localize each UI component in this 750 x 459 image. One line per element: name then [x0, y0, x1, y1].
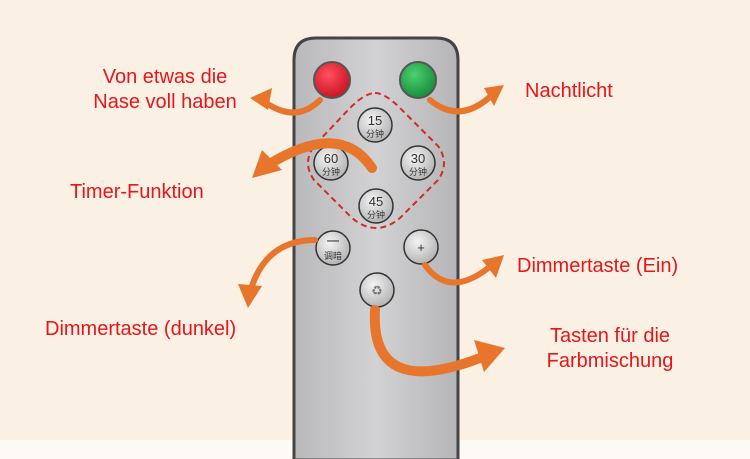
label-dimmer-dark: Dimmertaste (dunkel) [45, 318, 237, 340]
timer-button-15[interactable] [357, 107, 393, 143]
dimmer-minus-button [315, 230, 351, 266]
minus-sub: 调暗 [324, 250, 342, 261]
label-color-mix-line2: Farbmischung [546, 350, 674, 372]
timer-30-value: 30 [411, 151, 425, 166]
label-dimmer-on: Dimmertaste (Ein) [517, 255, 679, 277]
arrow-timer [263, 138, 377, 173]
timer-group-outline [307, 91, 445, 229]
arrow-color-mix [369, 305, 485, 377]
red-button [313, 61, 351, 99]
timer-button-30[interactable] [400, 145, 436, 181]
circle-shape [358, 188, 394, 224]
minus-symbol: 一 [326, 234, 339, 249]
polygon-shape [252, 150, 282, 178]
label-color-mix: Tasten für die Farbmischung [525, 324, 695, 374]
arrow-night [427, 92, 495, 115]
label-nose-full-line2: Nase voll haben [93, 91, 237, 113]
label-timer: Timer-Funktion [70, 181, 204, 203]
arrow-dimmer-dark [247, 237, 318, 295]
timer-45-value: 45 [369, 194, 383, 209]
timer-30-unit: 分钟 [409, 166, 427, 177]
label-nose-full-line1: Von etwas die [102, 66, 228, 88]
dimmer-plus-button [403, 229, 439, 265]
timer-button-45[interactable] [358, 188, 394, 224]
polygon-shape [484, 85, 504, 106]
timer-60-value: 60 [324, 151, 338, 166]
plus-symbol: + [417, 240, 425, 255]
polygon-shape [482, 255, 504, 278]
green-button [399, 61, 437, 99]
timer-45-unit: 分钟 [367, 209, 385, 220]
timer-15-value: 15 [368, 113, 382, 128]
polygon-shape [250, 88, 272, 110]
circle-shape [357, 107, 393, 143]
polygon-shape [474, 340, 505, 372]
circle-shape [400, 145, 436, 181]
arrows [247, 92, 495, 377]
timer-15-unit: 分钟 [366, 128, 384, 139]
color-cycle-icon: ♻ [371, 283, 383, 298]
polygon-shape [238, 284, 262, 308]
label-nose-full: Von etwas die Nase voll haben [70, 65, 260, 115]
label-color-mix-line1: Tasten für die [549, 325, 671, 347]
label-night-light: Nachtlicht [525, 80, 613, 102]
timer-60-unit: 分钟 [322, 166, 340, 177]
arrow-dimmer-on [422, 262, 495, 286]
arrowheads [238, 85, 505, 372]
